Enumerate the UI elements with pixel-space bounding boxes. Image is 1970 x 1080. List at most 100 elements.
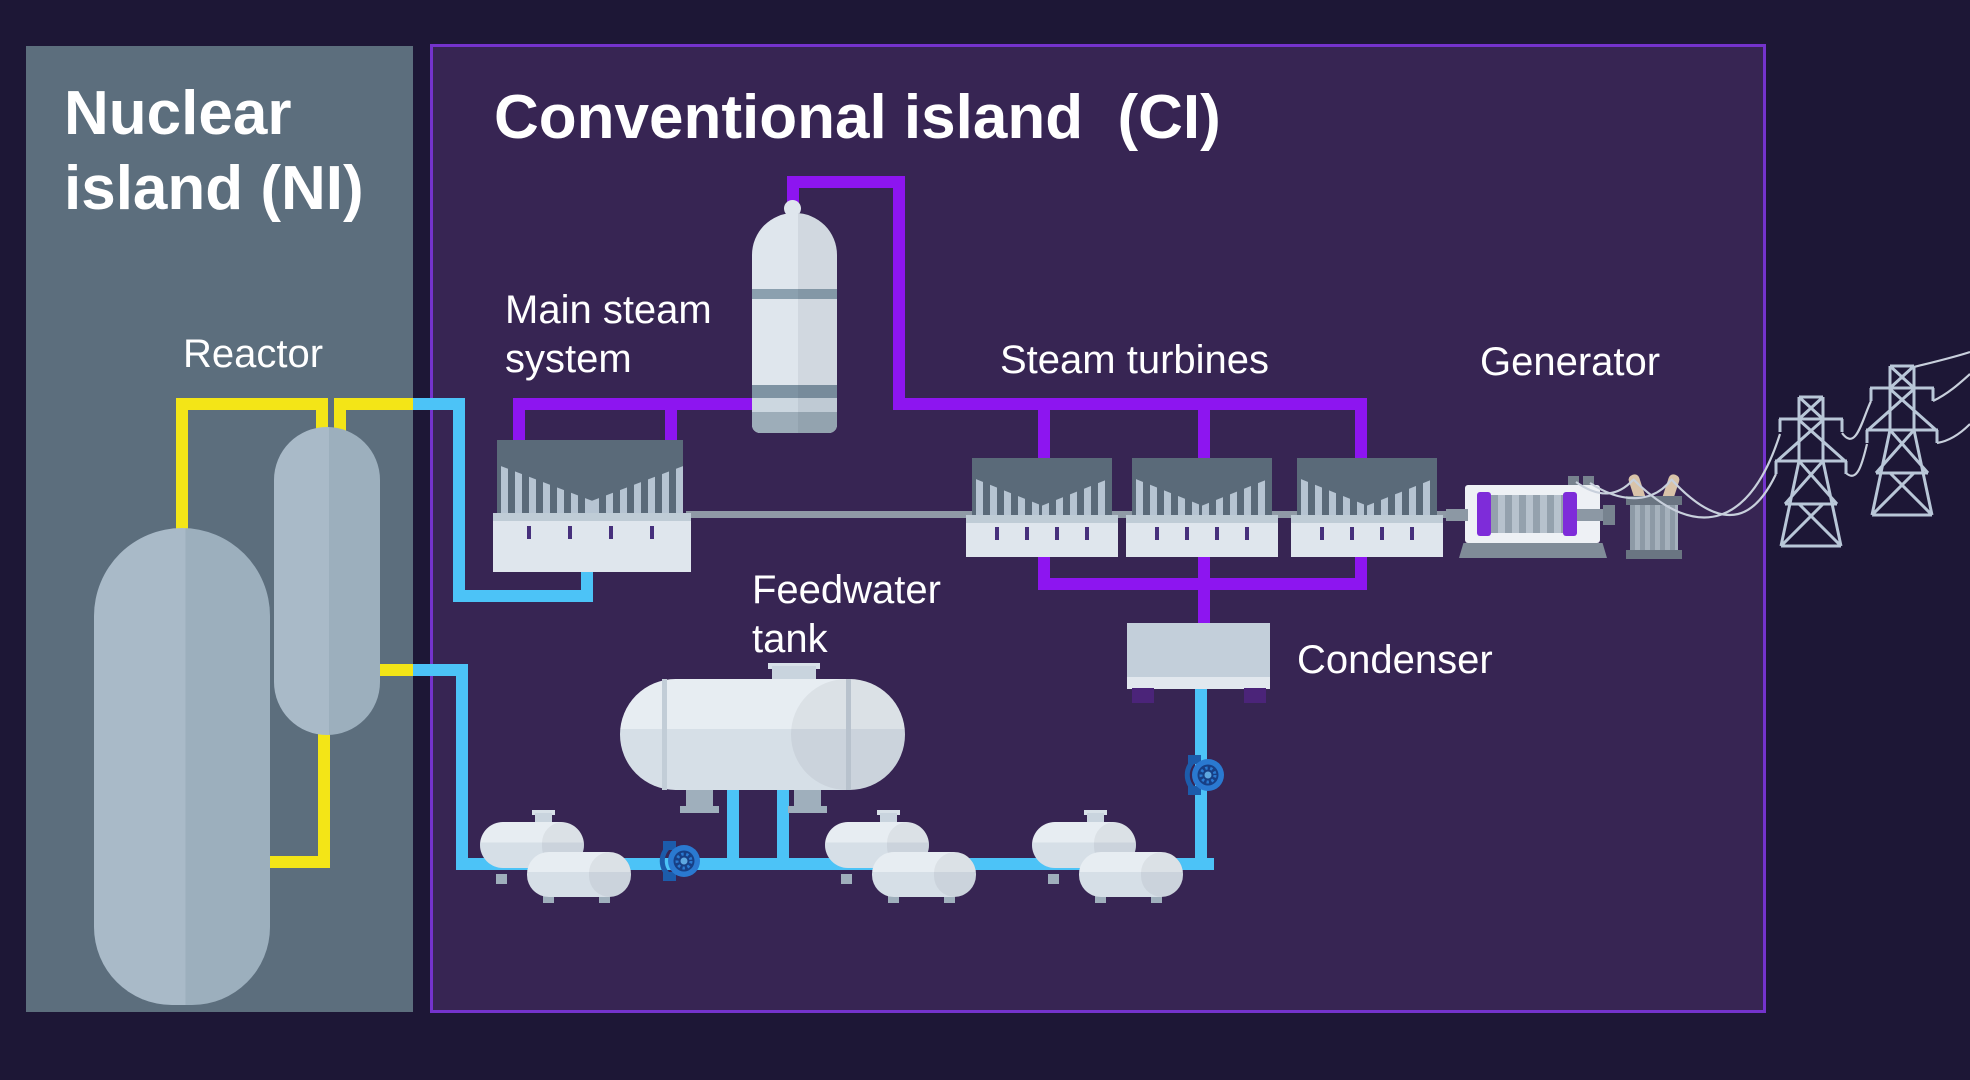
- generator-rotor: [1491, 495, 1563, 533]
- steam-generator-vessel: [274, 427, 380, 735]
- heater-leg: [841, 874, 852, 884]
- steam-turbine-2: [1126, 458, 1278, 557]
- condenser-base: [1127, 677, 1270, 689]
- pipe-hx-riser-right: [665, 404, 677, 444]
- pipe-turbine1-inlet: [1038, 410, 1050, 460]
- pipe-sg-steam-ni: [334, 398, 413, 410]
- pipe-turbine2-to-condenser: [1198, 552, 1210, 628]
- tick: [1410, 527, 1414, 540]
- main-steam-base: [493, 521, 691, 572]
- steam-drum: [752, 213, 837, 433]
- shaft-band: [1126, 515, 1278, 523]
- tick: [609, 526, 613, 539]
- pipe-steam-crossover: [413, 398, 465, 410]
- tank-leg-left: [686, 788, 713, 808]
- generator-base: [1459, 543, 1607, 558]
- tick: [1085, 527, 1089, 540]
- label-line: tank: [752, 617, 828, 661]
- tank-seam-right: [846, 679, 851, 790]
- feedwater-tank: [620, 679, 905, 790]
- heater-leg: [496, 874, 507, 884]
- tank-nozzle: [772, 666, 816, 682]
- tank-seam-left: [662, 679, 667, 790]
- heater-leg: [1048, 874, 1059, 884]
- tick: [1245, 527, 1249, 540]
- turbine-base: [1291, 523, 1443, 557]
- reactor-label: Reactor: [183, 332, 324, 376]
- tick: [995, 527, 999, 540]
- title-line: island (NI): [64, 154, 364, 223]
- generator-ring-right: [1563, 492, 1577, 536]
- pipe-steam-header-left: [513, 398, 760, 410]
- title-line: Nuclear: [64, 79, 292, 148]
- generator-shaft-cap: [1603, 505, 1615, 525]
- main-steam-system-unit: [493, 440, 691, 572]
- generator-shaft-left: [1446, 509, 1468, 521]
- feedwater-heater-3b: [1079, 852, 1183, 897]
- pipe-turbine2-inlet: [1198, 410, 1210, 460]
- heater-nozzle-lip: [877, 810, 900, 815]
- conventional-island-title: Conventional island (CI): [494, 83, 1221, 152]
- tank-foot-left: [680, 806, 719, 813]
- generator-unit: [1446, 476, 1616, 560]
- steam-turbine-3: [1291, 458, 1443, 557]
- label-line: Main steam: [505, 288, 712, 332]
- pipe-exhaust-crossover: [1038, 578, 1367, 590]
- pipe-tank-drain-right: [777, 788, 789, 864]
- heater-leg: [1151, 893, 1162, 903]
- transformer-unit: [1624, 472, 1684, 562]
- heater-nozzle-lip: [532, 810, 555, 815]
- pipe-feedwater-downcomer: [456, 664, 468, 870]
- turbine-base: [966, 523, 1118, 557]
- drum-skirt: [752, 412, 837, 433]
- shaft-band: [1291, 515, 1443, 523]
- drum-band-upper: [752, 289, 837, 299]
- tick: [1350, 527, 1354, 540]
- pipe-drum-downcomer: [893, 176, 905, 410]
- transformer-top: [1626, 496, 1682, 505]
- tick: [1380, 527, 1384, 540]
- label-line: Feedwater: [752, 568, 941, 612]
- turbine-base: [1126, 523, 1278, 557]
- pipe-steam-into-hx: [581, 566, 593, 602]
- pipe-feedwater-ni: [378, 664, 413, 676]
- pipe-primary-hot-leg: [176, 398, 328, 410]
- pipe-drum-top-run: [787, 176, 905, 188]
- condenser-unit: [1127, 623, 1270, 689]
- generator-shaft-right: [1577, 509, 1611, 521]
- condenser-shell: [1127, 623, 1270, 677]
- transformer-body: [1630, 505, 1678, 551]
- tank-leg-right: [794, 788, 821, 808]
- pipe-steam-bottom-run: [453, 590, 593, 602]
- drum-band-light: [752, 398, 837, 412]
- pipe-turbine3-inlet: [1355, 398, 1367, 462]
- shaft-band: [966, 515, 1118, 523]
- steam-turbines-label: Steam turbines: [1000, 338, 1270, 382]
- generator-label: Generator: [1480, 340, 1661, 384]
- pipe-condensate-down: [1195, 688, 1207, 868]
- drum-nozzle: [784, 200, 801, 217]
- condenser-foot-right: [1244, 688, 1266, 703]
- pipe-tank-drain-left: [727, 788, 739, 864]
- tick: [527, 526, 531, 539]
- tick: [1055, 527, 1059, 540]
- pipe-primary-cold-riser: [318, 728, 330, 868]
- feedwater-heater-2b: [872, 852, 976, 897]
- transformer-base: [1626, 550, 1682, 559]
- tick: [1025, 527, 1029, 540]
- heater-leg: [543, 893, 554, 903]
- tick: [1155, 527, 1159, 540]
- generator-terminal-1: [1568, 476, 1579, 486]
- feedwater-heater-1b: [527, 852, 631, 897]
- reactor-vessel: [94, 528, 270, 1005]
- pipe-feedwater-crossover: [413, 664, 468, 676]
- heater-leg: [599, 893, 610, 903]
- drum-shading: [798, 213, 837, 433]
- tick: [568, 526, 572, 539]
- condenser-foot-left: [1132, 688, 1154, 703]
- heater-leg: [1095, 893, 1106, 903]
- tick: [1185, 527, 1189, 540]
- shaft-band: [493, 513, 691, 521]
- label-line: system: [505, 337, 632, 381]
